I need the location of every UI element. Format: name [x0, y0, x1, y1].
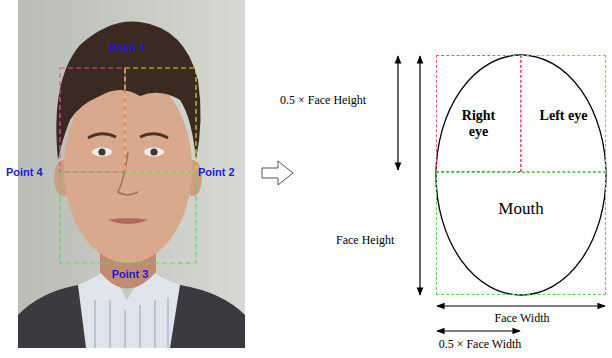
pupil	[150, 148, 157, 155]
eye	[144, 148, 164, 157]
pupil	[98, 148, 105, 155]
eye	[92, 148, 112, 157]
dimension-arrow	[419, 56, 420, 295]
transform-arrow	[262, 161, 293, 185]
region-label: Right eye	[454, 108, 504, 140]
nose	[118, 152, 138, 195]
right-eye-region	[60, 68, 125, 172]
dimension-label: 0.5 × Face Width	[439, 337, 522, 352]
point-label: Point 3	[112, 268, 149, 280]
eyebrows	[88, 134, 168, 138]
dimension-label: Face Width	[495, 311, 550, 326]
photo-background	[18, 0, 245, 348]
dimension-label: Face Height	[336, 233, 394, 248]
shirt-stripes	[95, 298, 168, 348]
region-label: Left eye	[540, 108, 588, 124]
dimension-arrow	[437, 330, 520, 331]
region-label: Mouth	[498, 199, 543, 219]
left-eye-region	[125, 68, 196, 172]
face-ellipse	[436, 55, 606, 295]
point-label: Point 2	[198, 166, 235, 178]
face-region: Right eye	[436, 55, 521, 172]
mouth	[108, 218, 148, 224]
point-label: Point 1	[109, 42, 146, 54]
dimension-arrow	[437, 305, 605, 306]
dimension-label: 0.5 × Face Height	[280, 93, 366, 108]
hair	[56, 21, 200, 160]
dimension-arrow	[397, 56, 398, 170]
face-region: Mouth	[436, 172, 606, 295]
mouth-region	[60, 172, 196, 263]
face-region: Left eye	[521, 55, 606, 172]
point-label: Point 4	[6, 166, 43, 178]
